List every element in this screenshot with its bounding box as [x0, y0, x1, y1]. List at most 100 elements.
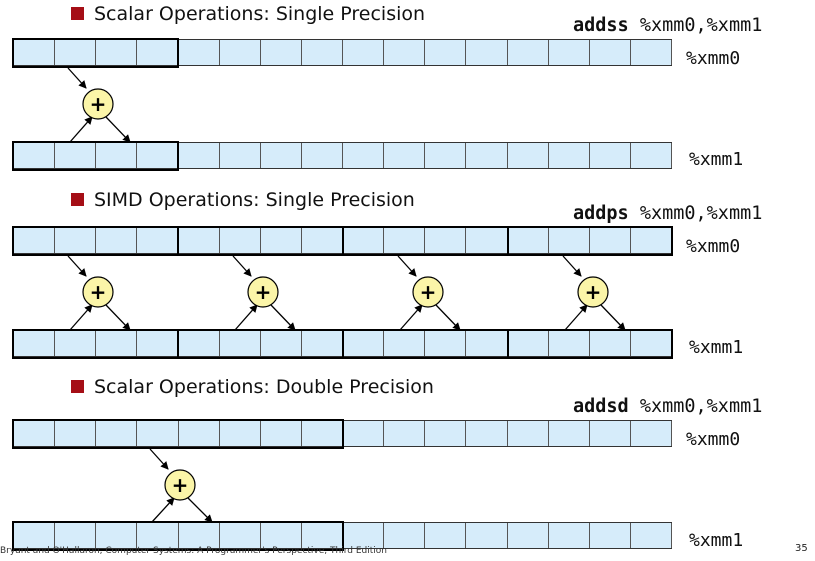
adder-symbol: + — [585, 280, 602, 304]
adder-symbol: + — [172, 473, 189, 497]
register-slot — [300, 421, 342, 446]
adder-icon — [577, 276, 609, 308]
register-slot — [547, 331, 589, 356]
register-slot — [588, 523, 630, 548]
instruction-op: addss — [573, 15, 629, 36]
register-slot — [588, 40, 630, 65]
register-slot — [465, 228, 507, 253]
register-slot — [13, 331, 55, 356]
register-slot — [506, 228, 548, 253]
register-slot — [506, 523, 548, 548]
register-slot — [629, 331, 672, 356]
register-slot — [342, 143, 384, 168]
register-slot — [588, 143, 630, 168]
register-slot — [13, 40, 55, 65]
register-slot — [136, 40, 178, 65]
register-slot — [383, 228, 425, 253]
register-slot — [95, 421, 137, 446]
register-slot — [383, 523, 425, 548]
instruction-op: addps — [573, 203, 629, 224]
register-slot — [95, 40, 137, 65]
adder-symbol: + — [90, 92, 107, 116]
register-slot — [629, 40, 672, 65]
register-slot — [54, 331, 96, 356]
register-label-xmm1: %xmm1 — [689, 530, 744, 551]
bullet-icon — [71, 193, 84, 206]
register-slot — [506, 40, 548, 65]
footer-citation: Bryant and O'Hallaron, Computer Systems:… — [0, 546, 387, 556]
register-slot — [300, 143, 342, 168]
adder-unit: + — [232, 255, 296, 331]
instruction-addsd: addsd %xmm0,%xmm1 — [573, 396, 762, 418]
register-slot — [506, 331, 548, 356]
register-slot — [136, 421, 178, 446]
register-slot — [13, 523, 55, 548]
register-slot — [424, 143, 466, 168]
register-slot — [54, 421, 96, 446]
adder-symbol: + — [90, 280, 107, 304]
register-xmm1-bar — [13, 142, 672, 169]
register-slot — [259, 421, 301, 446]
register-slot — [300, 40, 342, 65]
register-slot — [54, 143, 96, 168]
register-slot — [218, 228, 260, 253]
adder-symbol: + — [420, 280, 437, 304]
register-slot — [424, 331, 466, 356]
section-heading-simd-single: SIMD Operations: Single Precision — [94, 189, 415, 211]
section-heading-scalar-double: Scalar Operations: Double Precision — [94, 376, 434, 398]
register-xmm0-bar — [13, 39, 672, 66]
page-number: 35 — [795, 543, 808, 554]
instruction-args: %xmm0,%xmm1 — [639, 396, 763, 417]
register-slot — [218, 421, 260, 446]
register-xmm1-bar — [13, 522, 672, 549]
adder-icon — [247, 276, 279, 308]
adder-unit: + — [149, 448, 213, 523]
register-slot — [300, 228, 342, 253]
register-slot — [547, 523, 589, 548]
register-label-xmm1: %xmm1 — [689, 337, 744, 358]
register-xmm0-bar — [13, 227, 672, 254]
register-slot — [588, 331, 630, 356]
register-slot — [547, 40, 589, 65]
instruction-addss: addss %xmm0,%xmm1 — [573, 15, 762, 37]
register-slot — [629, 421, 672, 446]
register-slot — [342, 331, 384, 356]
instruction-addps: addps %xmm0,%xmm1 — [573, 203, 762, 225]
register-slot — [465, 523, 507, 548]
register-slot — [177, 331, 219, 356]
instruction-args: %xmm0,%xmm1 — [639, 203, 763, 224]
register-slot — [136, 523, 178, 548]
register-slot — [547, 143, 589, 168]
register-slot — [95, 523, 137, 548]
register-slot — [588, 228, 630, 253]
register-slot — [506, 421, 548, 446]
register-slot — [465, 143, 507, 168]
register-slot — [54, 228, 96, 253]
register-slot — [300, 331, 342, 356]
adder-unit: + — [562, 255, 626, 331]
register-slot — [136, 228, 178, 253]
register-slot — [629, 523, 672, 548]
register-slot — [424, 40, 466, 65]
instruction-args: %xmm0,%xmm1 — [639, 15, 763, 36]
section-heading-scalar-single: Scalar Operations: Single Precision — [94, 3, 426, 25]
register-slot — [383, 421, 425, 446]
adder-unit: + — [67, 67, 131, 143]
adder-icon — [82, 88, 114, 120]
register-slot — [54, 523, 96, 548]
register-label-xmm0: %xmm0 — [686, 48, 741, 69]
register-slot — [465, 40, 507, 65]
register-slot — [177, 523, 219, 548]
register-slot — [95, 331, 137, 356]
register-slot — [547, 421, 589, 446]
register-slot — [177, 143, 219, 168]
register-slot — [95, 143, 137, 168]
register-slot — [424, 228, 466, 253]
register-slot — [218, 40, 260, 65]
adder-icon — [412, 276, 444, 308]
register-slot — [54, 40, 96, 65]
register-slot — [218, 523, 260, 548]
register-slot — [629, 143, 672, 168]
register-label-xmm0: %xmm0 — [686, 236, 741, 257]
